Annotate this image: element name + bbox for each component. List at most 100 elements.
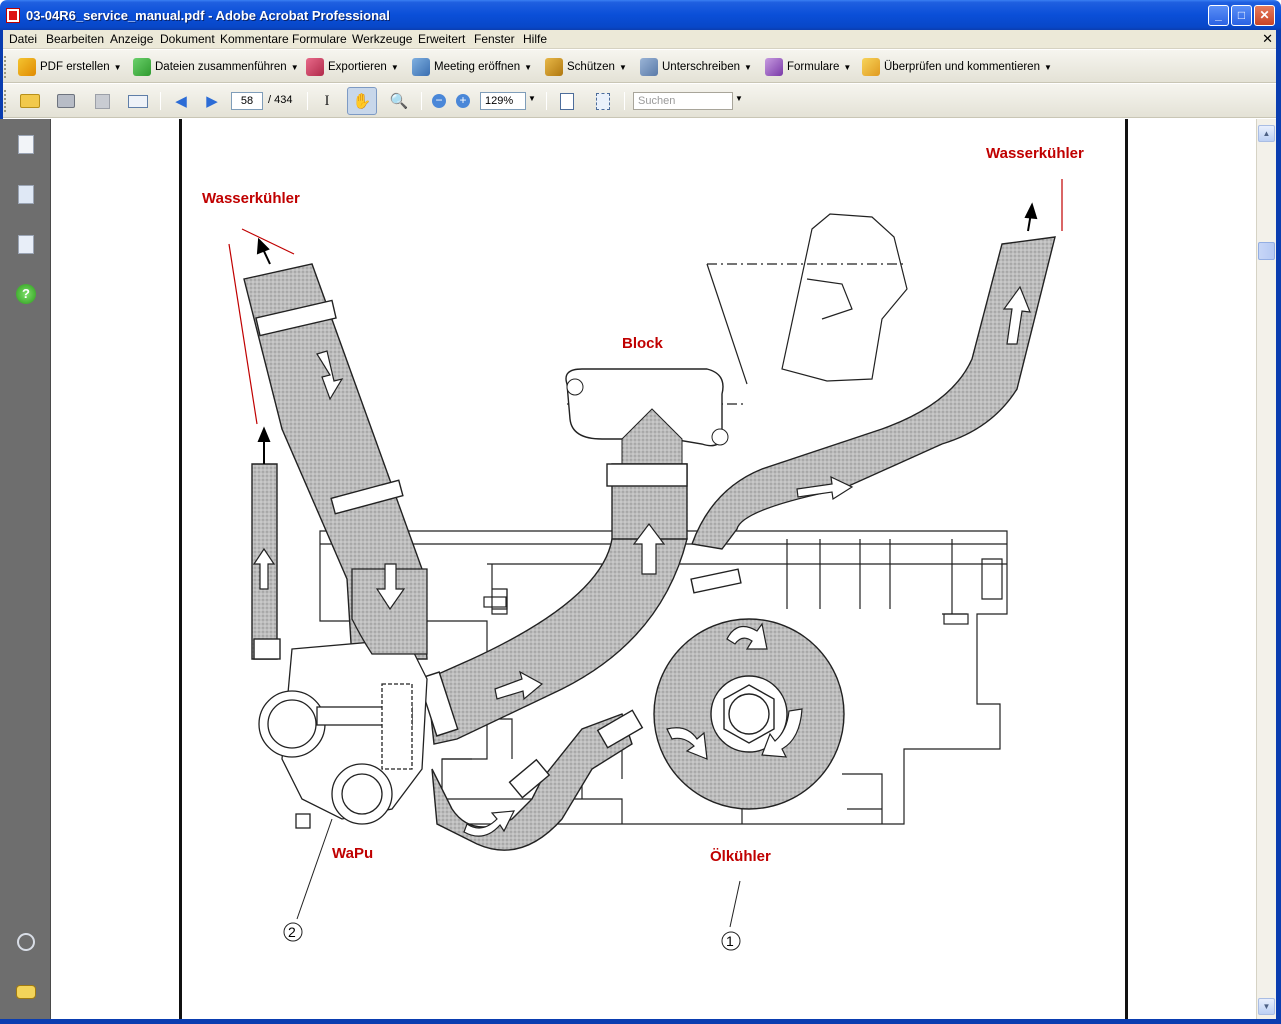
bookmarks-panel-button[interactable] xyxy=(15,183,37,205)
search-dropdown-icon[interactable]: ▼ xyxy=(735,94,743,103)
vertical-scrollbar[interactable]: ▲ ▼ xyxy=(1256,119,1276,1019)
create-pdf-button[interactable]: PDF erstellen▼ xyxy=(18,56,122,78)
attachments-panel-button[interactable] xyxy=(13,929,39,955)
page-edge-left xyxy=(179,119,182,1019)
close-button[interactable]: ✕ xyxy=(1254,5,1275,26)
minimize-button[interactable]: _ xyxy=(1208,5,1229,26)
document-close-icon[interactable]: ✕ xyxy=(1262,31,1273,46)
hand-icon: ✋ xyxy=(352,93,372,110)
water-pump xyxy=(258,568,428,829)
zoom-level-input[interactable]: 129% xyxy=(480,92,526,110)
pen-icon xyxy=(640,58,658,76)
toolbar-grip[interactable] xyxy=(4,56,7,78)
comments-panel-button[interactable] xyxy=(15,981,37,1003)
start-meeting-label: Meeting eröffnen xyxy=(434,61,521,73)
print-button[interactable] xyxy=(53,90,79,112)
toolbar-grip[interactable] xyxy=(4,90,7,112)
label-water-pump: WaPu xyxy=(332,845,373,862)
callout-leaders xyxy=(283,818,741,951)
combine-files-button[interactable]: Dateien zusammenführen▼ xyxy=(133,56,299,78)
open-folder-button[interactable] xyxy=(17,90,43,112)
create-pdf-label: PDF erstellen xyxy=(40,61,110,73)
maximize-button[interactable]: □ xyxy=(1231,5,1252,26)
window-frame-bottom xyxy=(0,1019,1281,1024)
review-comment-label: Überprüfen und kommentieren xyxy=(884,61,1040,73)
title-bar: 03-04R6_service_manual.pdf - Adobe Acrob… xyxy=(0,0,1281,30)
sign-label: Unterschreiben xyxy=(662,61,740,73)
comment-bubble-icon xyxy=(16,985,36,999)
next-page-button[interactable]: ▶ xyxy=(199,90,225,112)
review-comment-button[interactable]: Überprüfen und kommentieren▼ xyxy=(862,56,1052,78)
minus-icon: − xyxy=(432,94,446,108)
zoom-dropdown-icon[interactable]: ▼ xyxy=(528,94,536,103)
folder-icon xyxy=(20,94,40,108)
export-icon xyxy=(306,58,324,76)
disk-icon xyxy=(94,93,110,109)
menu-dokument[interactable]: Dokument xyxy=(160,32,215,46)
menu-formulare[interactable]: Formulare xyxy=(292,32,347,46)
export-button[interactable]: Exportieren▼ xyxy=(306,56,399,78)
fit-width-button[interactable] xyxy=(554,90,580,112)
forms-label: Formulare xyxy=(787,61,840,73)
zoom-tool[interactable]: 🔍 xyxy=(386,90,412,112)
dropdown-arrow-icon: ▼ xyxy=(390,62,399,72)
signatures-panel-button[interactable] xyxy=(15,233,37,255)
page-count: / 434 xyxy=(268,94,293,106)
label-block: Block xyxy=(622,335,664,352)
menu-anzeige[interactable]: Anzeige xyxy=(110,32,154,46)
secure-label: Schützen xyxy=(567,61,615,73)
menu-kommentare[interactable]: Kommentare xyxy=(220,32,289,46)
hand-tool[interactable]: ✋ xyxy=(347,87,377,115)
arrow-right-icon: ▶ xyxy=(206,93,218,110)
review-icon xyxy=(862,58,880,76)
help-panel-button[interactable]: ? xyxy=(15,283,37,305)
navigation-toolbar: ◀ ▶ 58 / 434 I ✋ 🔍 − + 129% ▼ Suchen ▼ xyxy=(0,84,1281,118)
arrow-left-icon: ◀ xyxy=(175,93,187,110)
fit-page-button[interactable] xyxy=(590,90,616,112)
toolbar-separator xyxy=(624,92,625,110)
scroll-up-icon[interactable]: ▲ xyxy=(1258,125,1275,142)
toolbar-separator xyxy=(421,92,422,110)
menu-datei[interactable]: Datei xyxy=(9,32,38,46)
secure-button[interactable]: Schützen▼ xyxy=(545,56,627,78)
sign-button[interactable]: Unterschreiben▼ xyxy=(640,56,752,78)
scroll-thumb[interactable] xyxy=(1258,242,1275,260)
menu-fenster[interactable]: Fenster xyxy=(474,32,515,46)
menu-bar: Datei Bearbeiten Anzeige Dokument Kommen… xyxy=(0,30,1281,49)
callout-number-1: 1 xyxy=(726,933,734,949)
select-text-tool[interactable]: I xyxy=(314,90,340,112)
hose-clamps xyxy=(253,299,742,799)
menu-erweitert[interactable]: Erweitert xyxy=(418,32,466,46)
toolbar-separator xyxy=(307,92,308,110)
magnifier-icon: 🔍 xyxy=(389,93,409,110)
meeting-icon xyxy=(412,58,430,76)
paperclip-icon xyxy=(13,929,39,955)
menu-hilfe[interactable]: Hilfe xyxy=(523,32,548,46)
dropdown-arrow-icon: ▼ xyxy=(524,62,533,72)
dropdown-arrow-icon: ▼ xyxy=(743,62,752,72)
create-pdf-icon xyxy=(18,58,36,76)
combine-files-label: Dateien zusammenführen xyxy=(155,61,287,73)
zoom-in-button[interactable]: + xyxy=(450,90,476,112)
pages-panel-button[interactable] xyxy=(15,133,37,155)
scroll-down-icon[interactable]: ▼ xyxy=(1258,998,1275,1015)
page-number-input[interactable]: 58 xyxy=(231,92,263,110)
oil-cooler xyxy=(653,618,845,810)
menu-werkzeuge[interactable]: Werkzeuge xyxy=(352,32,413,46)
flow-arrows xyxy=(252,285,1031,837)
search-input[interactable]: Suchen xyxy=(633,92,733,110)
start-meeting-button[interactable]: Meeting eröffnen▼ xyxy=(412,56,532,78)
save-button[interactable] xyxy=(89,90,115,112)
zoom-out-button[interactable]: − xyxy=(426,90,452,112)
pages-icon xyxy=(18,134,34,154)
email-button[interactable] xyxy=(125,90,151,112)
toolbar-separator xyxy=(546,92,547,110)
forms-icon xyxy=(765,58,783,76)
navigation-pane: ? xyxy=(0,119,51,1024)
thermostat-housing xyxy=(565,368,729,465)
menu-bearbeiten[interactable]: Bearbeiten xyxy=(46,32,105,46)
previous-page-button[interactable]: ◀ xyxy=(168,90,194,112)
signature-icon xyxy=(18,234,34,254)
forms-button[interactable]: Formulare▼ xyxy=(765,56,851,78)
toolbar-separator xyxy=(160,92,161,110)
